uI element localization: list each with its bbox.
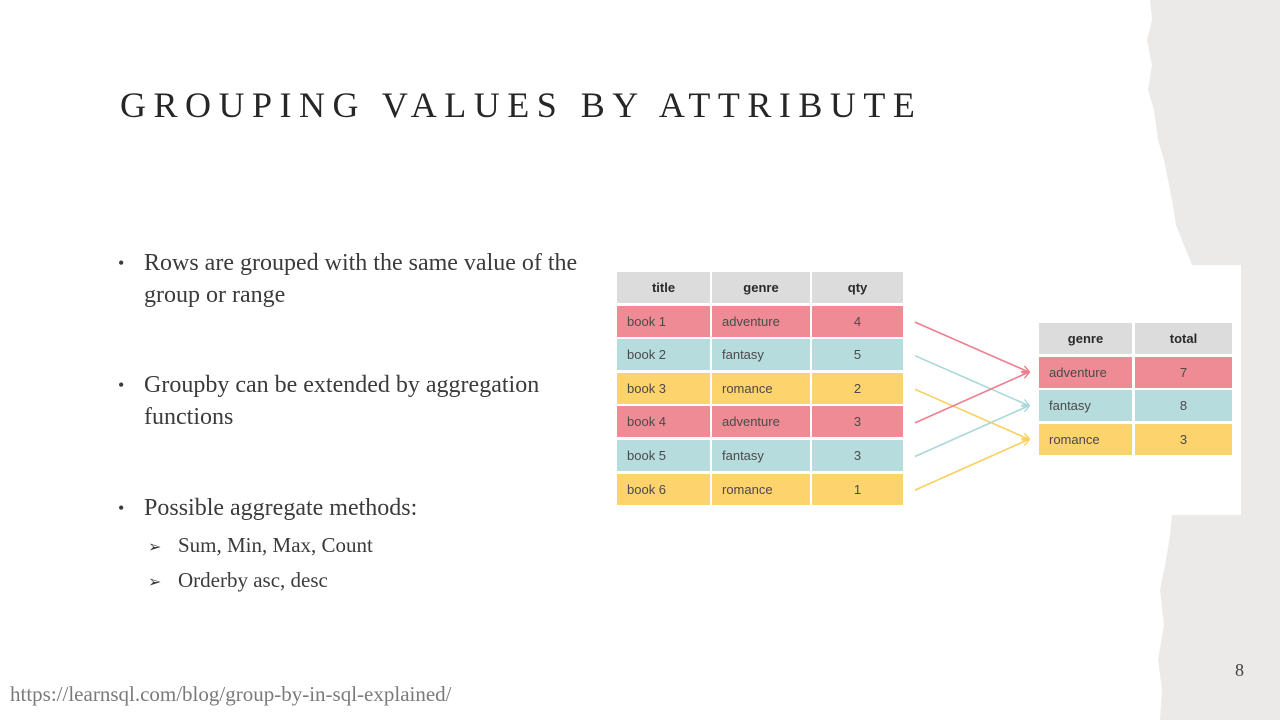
result-table-cell: 7: [1135, 356, 1232, 388]
bullet-item: • Groupby can be extended by aggregation…: [118, 369, 588, 433]
source-table-header: title: [617, 272, 710, 303]
group-arrow: [914, 388, 1029, 439]
slide-title: GROUPING VALUES BY ATTRIBUTE: [120, 85, 923, 125]
group-arrow: [914, 406, 1029, 458]
group-by-arrows: [914, 321, 1241, 491]
source-table-cell: book 4: [617, 406, 710, 438]
source-table-cell: 3: [812, 406, 903, 438]
source-table-cell: book 1: [617, 305, 710, 337]
bullet-text: Rows are grouped with the same value of …: [144, 250, 578, 308]
source-table-cell: book 6: [617, 473, 710, 505]
sub-bullet-text: Orderby asc, desc: [178, 568, 328, 592]
source-table-cell: adventure: [712, 305, 810, 337]
bullet-dot: •: [118, 253, 125, 273]
background-torn-edge: [1147, 0, 1280, 720]
source-table-cell: romance: [712, 473, 810, 505]
source-table-cell: adventure: [712, 406, 810, 438]
bullet-item: • Possible aggregate methods:: [118, 492, 588, 524]
source-table-cell: 5: [812, 339, 903, 371]
sub-bullet-item: ➢ Sum, Min, Max, Count: [148, 531, 373, 562]
source-table-cell: book 2: [617, 339, 710, 371]
arrow-bullet-icon: ➢: [148, 539, 162, 556]
arrow-bullet-icon: ➢: [148, 574, 162, 591]
result-table-cell: adventure: [1039, 356, 1132, 388]
group-arrow: [914, 439, 1029, 491]
source-table-cell: fantasy: [712, 440, 810, 471]
sub-bullet-item: ➢ Orderby asc, desc: [148, 566, 328, 597]
result-table-cell: fantasy: [1039, 390, 1132, 422]
source-table-cell: book 5: [617, 440, 710, 471]
group-arrow: [914, 321, 1029, 372]
result-table-header: total: [1135, 323, 1232, 354]
source-url: https://learnsql.com/blog/group-by-in-sq…: [10, 682, 452, 706]
source-table-header: genre: [712, 272, 810, 303]
group-arrow: [914, 372, 1029, 424]
source-table-cell: book 3: [617, 372, 710, 404]
result-table-cell: 8: [1135, 390, 1232, 422]
bullet-text: Groupby can be extended by aggregation f…: [144, 372, 540, 430]
bullet-dot: •: [118, 498, 125, 518]
bullet-item: • Rows are grouped with the same value o…: [118, 247, 588, 311]
bullet-text: Possible aggregate methods:: [144, 495, 418, 521]
source-table-cell: 1: [812, 473, 903, 505]
source-table-cell: fantasy: [712, 339, 810, 371]
source-table-header: qty: [812, 272, 903, 303]
source-table-cell: 3: [812, 440, 903, 471]
source-table-cell: 2: [812, 372, 903, 404]
sub-bullet-text: Sum, Min, Max, Count: [178, 533, 373, 557]
result-table-header: genre: [1039, 323, 1132, 354]
group-arrow: [914, 354, 1029, 406]
source-table-cell: romance: [712, 372, 810, 404]
bullet-dot: •: [118, 375, 125, 395]
source-table-cell: 4: [812, 305, 903, 337]
result-table-cell: romance: [1039, 423, 1132, 455]
result-table-cell: 3: [1135, 423, 1232, 455]
page-number: 8: [1235, 660, 1244, 680]
